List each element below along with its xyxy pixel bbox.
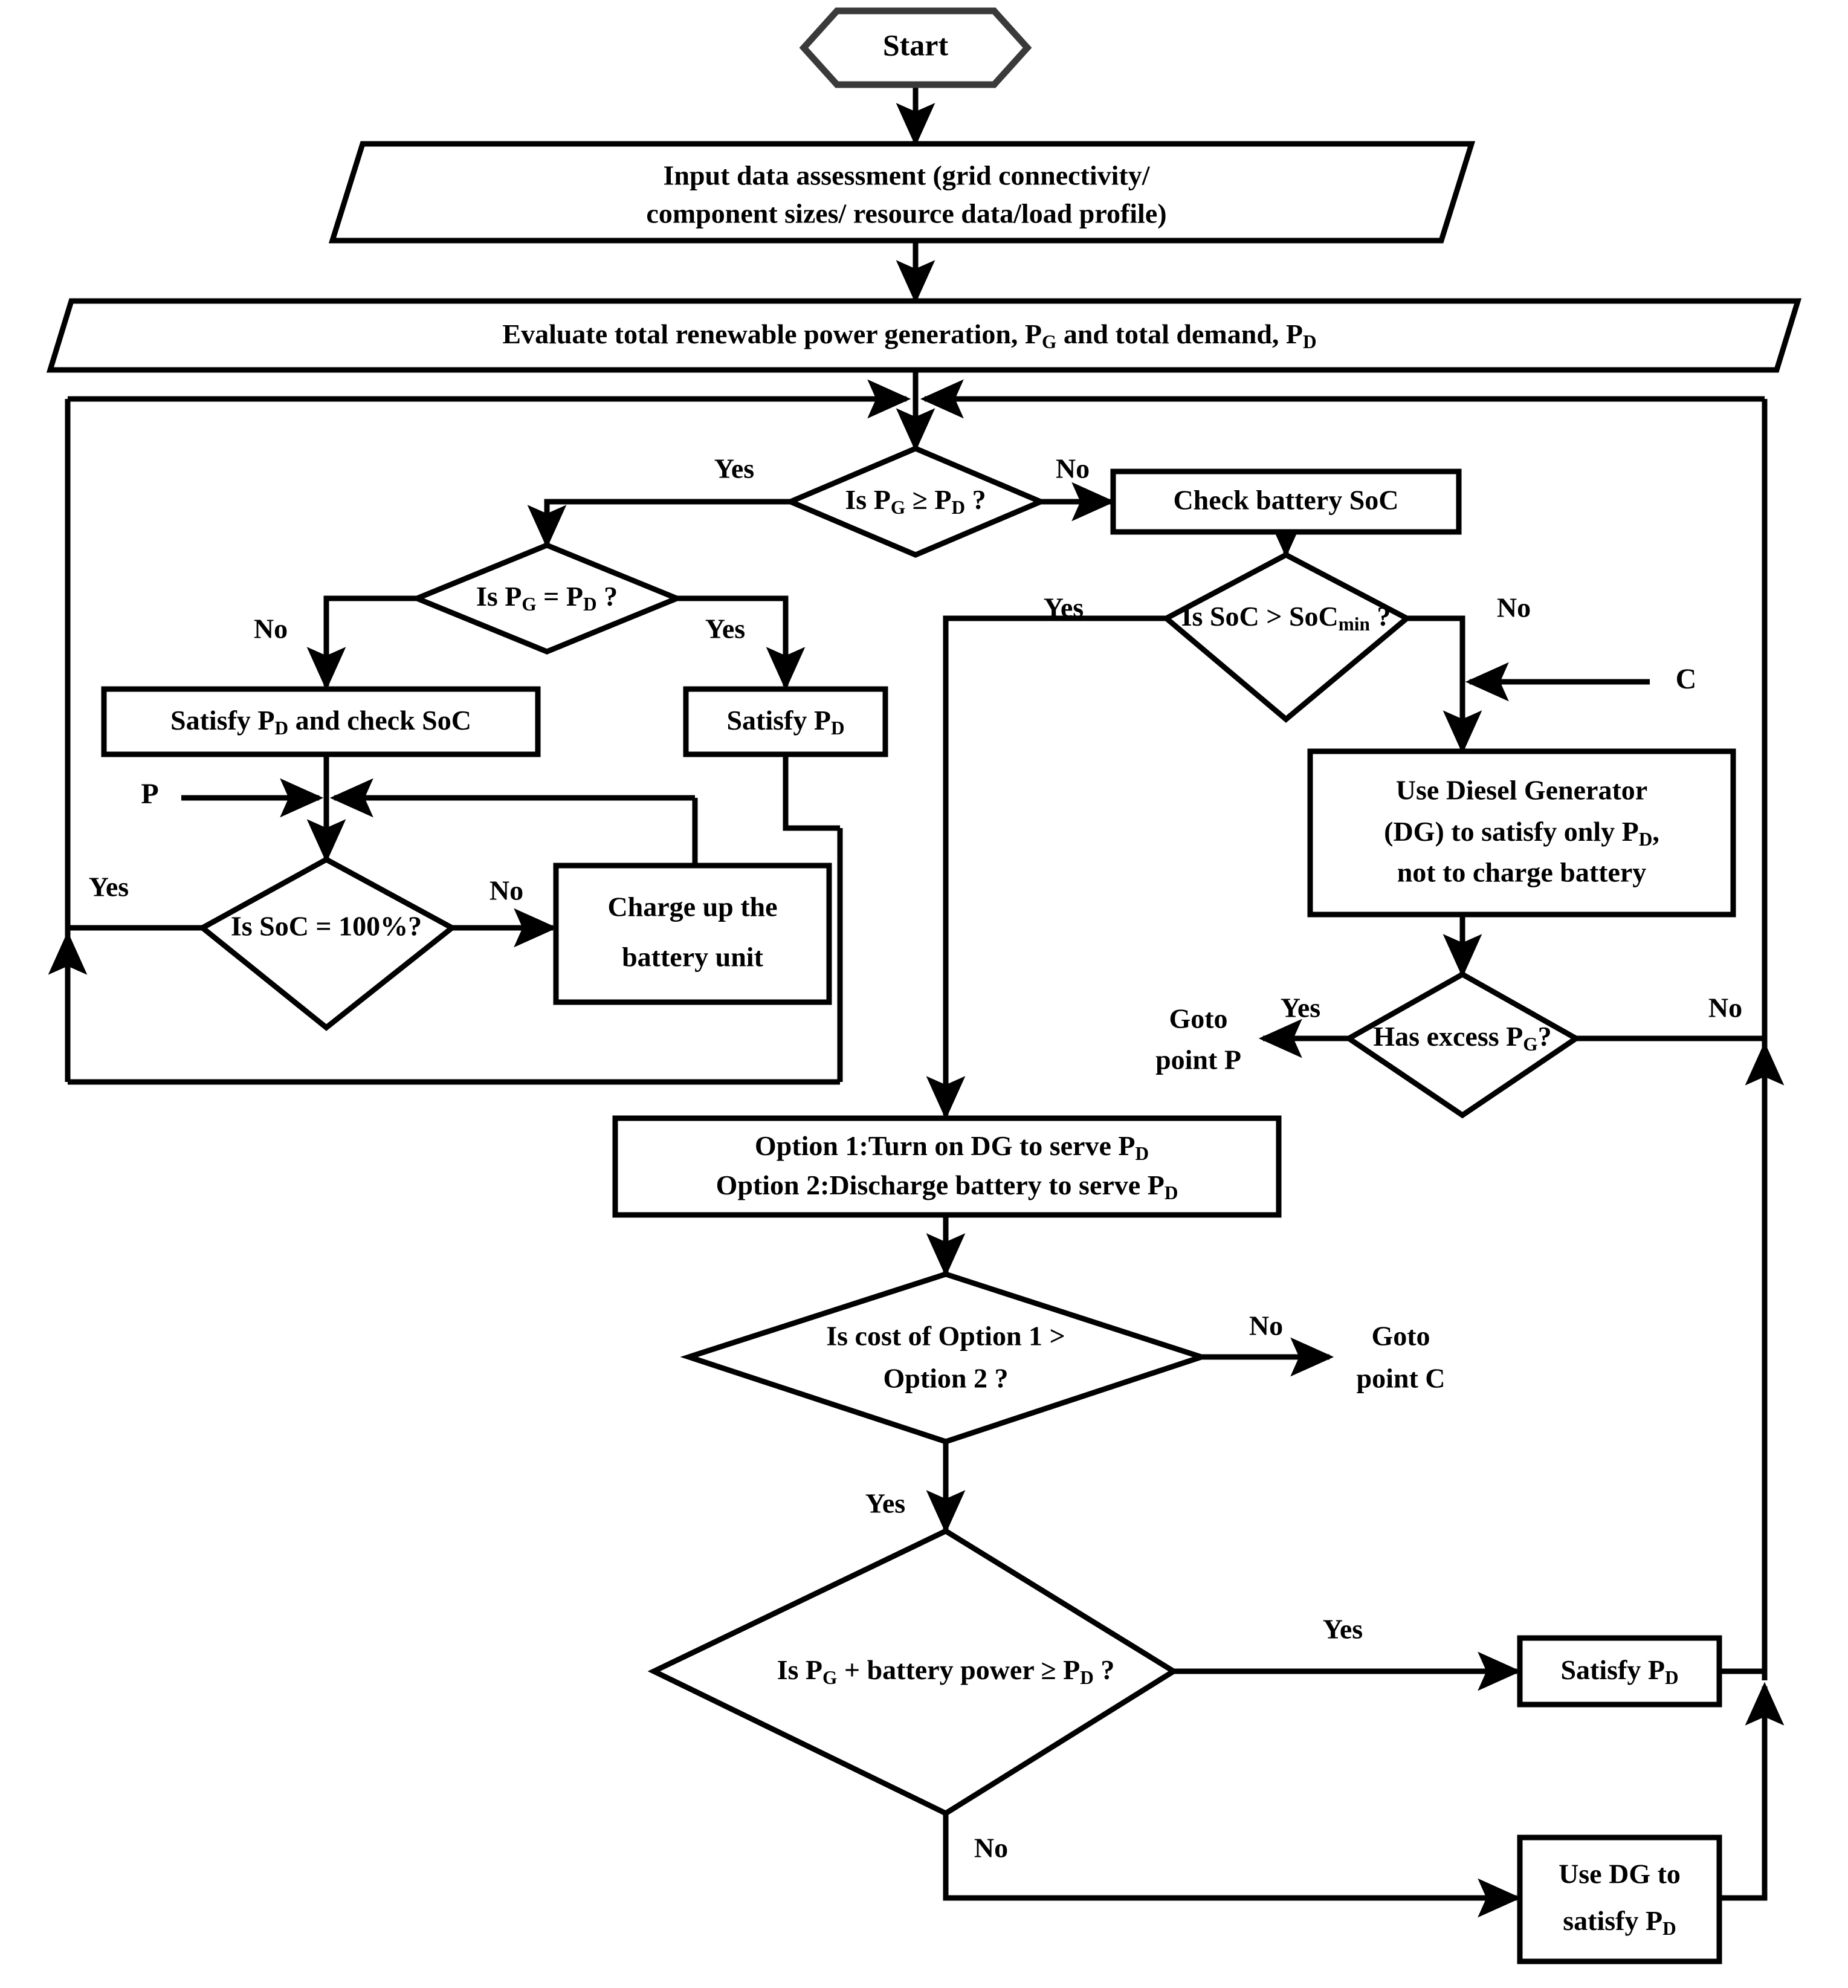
input-data-line2: component sizes/ resource data/load prof…: [646, 198, 1166, 229]
charge-battery-line2: battery unit: [622, 942, 764, 973]
dec-pg-batt-label: Is PG + battery power ≥ PD ?: [777, 1654, 1115, 1689]
label-cost-no: No: [1249, 1310, 1283, 1341]
edge-dec2-no: [306, 595, 417, 691]
satisfy-pd-check-soc-label: Satisfy PD and check SoC: [170, 705, 471, 739]
options-line1: Option 1:Turn on DG to serve PD: [755, 1130, 1149, 1165]
node-decision-soc-100[interactable]: Is SoC = 100%?: [197, 856, 457, 1031]
node-satisfy-pd-right[interactable]: Satisfy PD: [1517, 1635, 1722, 1708]
label-point-c: C: [1676, 663, 1697, 695]
node-decision-has-excess-pg[interactable]: Has excess PG?: [1343, 971, 1581, 1119]
node-charge-battery[interactable]: Charge up the battery unit: [553, 863, 832, 1005]
options-line2: Option 2:Discharge battery to serve PD: [716, 1170, 1178, 1204]
edge-dec2-yes: [676, 595, 806, 691]
label-excess-yes: Yes: [1281, 992, 1320, 1023]
dec-cost-line1: Is cost of Option 1 >: [826, 1321, 1065, 1352]
node-decision-soc-gt-min[interactable]: Is SoC > SoCmin ?: [1161, 551, 1412, 723]
satisfy-pd-right-label: Satisfy PD: [1560, 1654, 1678, 1689]
use-dg-line3: not to charge battery: [1397, 857, 1647, 888]
edge-satisfypd-to-rail: [783, 754, 840, 831]
label-pgbatt-yes: Yes: [1323, 1614, 1363, 1645]
node-decision-pg-ge-pd[interactable]: Is PG ≥ PD ?: [783, 445, 1048, 558]
label-dec3-no: No: [489, 875, 523, 906]
node-options[interactable]: Option 1:Turn on DG to serve PD Option 2…: [612, 1115, 1282, 1218]
node-decision-pg-eq-pd[interactable]: Is PG = PD ?: [410, 542, 684, 655]
use-dg-satisfy-line1: Use DG to: [1559, 1859, 1681, 1889]
dec-cost-line2: Option 2 ?: [883, 1363, 1008, 1394]
node-check-battery-soc[interactable]: Check battery SoC: [1110, 468, 1462, 535]
edge-dec1-yes: [527, 499, 792, 549]
node-decision-pg-plus-battery[interactable]: Is PG + battery power ≥ PD ?: [647, 1527, 1179, 1817]
dec-soc-100-label: Is SoC = 100%?: [231, 911, 422, 942]
node-use-diesel-generator[interactable]: Use Diesel Generator (DG) to satisfy onl…: [1307, 748, 1736, 918]
node-satisfy-pd-check-soc[interactable]: Satisfy PD and check SoC: [101, 686, 541, 757]
label-socmin-no: No: [1497, 592, 1531, 623]
goto-point-p-line2: point P: [1155, 1044, 1241, 1075]
node-input-data[interactable]: Input data assessment (grid connectivity…: [328, 141, 1476, 244]
label-point-p: P: [141, 778, 158, 810]
label-pgbatt-no: No: [974, 1833, 1008, 1863]
dec-excess-label: Has excess PG?: [1373, 1021, 1551, 1055]
goto-point-p-line1: Goto: [1169, 1003, 1227, 1034]
goto-point-c-line2: point C: [1357, 1363, 1446, 1394]
start-label: Start: [883, 28, 949, 62]
check-soc-label: Check battery SoC: [1173, 485, 1398, 516]
goto-point-c-line1: Goto: [1371, 1321, 1430, 1352]
label-dec1-yes: Yes: [714, 453, 754, 484]
dec-pg-eq-pd-label: Is PG = PD ?: [476, 581, 618, 615]
evaluate-label: Evaluate total renewable power generatio…: [502, 319, 1316, 353]
use-dg-line2: (DG) to satisfy only PD,: [1384, 816, 1659, 850]
edge-socmin-yes: [926, 615, 1168, 1120]
input-data-line1: Input data assessment (grid connectivity…: [663, 160, 1150, 191]
dec-soc-min-label: Is SoC > SoCmin ?: [1181, 601, 1391, 635]
dec-pg-ge-pd-label: Is PG ≥ PD ?: [845, 484, 986, 519]
node-evaluate[interactable]: Evaluate total renewable power generatio…: [46, 298, 1802, 373]
charge-battery-line1: Charge up the: [607, 892, 777, 922]
label-socmin-yes: Yes: [1044, 592, 1084, 623]
satisfy-pd-mid-label: Satisfy PD: [726, 705, 844, 739]
node-use-dg-satisfy-pd[interactable]: Use DG to satisfy PD: [1517, 1834, 1722, 1964]
edge-socmin-no: [1405, 615, 1482, 754]
label-excess-no: No: [1708, 992, 1742, 1023]
label-cost-yes: Yes: [865, 1488, 905, 1519]
label-dec3-yes: Yes: [89, 872, 129, 902]
use-dg-satisfy-line2: satisfy PD: [1563, 1905, 1676, 1940]
edge-pgbatt-no: [943, 1813, 1522, 1918]
node-satisfy-pd-mid[interactable]: Satisfy PD: [683, 686, 888, 757]
node-decision-cost[interactable]: Is cost of Option 1 > Option 2 ?: [680, 1271, 1210, 1445]
node-start[interactable]: Start: [799, 7, 1032, 88]
use-dg-line1: Use Diesel Generator: [1396, 775, 1647, 806]
edge-usedgsatisfy-to-rail: [1716, 1682, 1785, 1901]
label-dec1-no: No: [1056, 453, 1090, 484]
label-dec2-yes: Yes: [705, 614, 745, 644]
label-dec2-no: No: [254, 614, 288, 644]
